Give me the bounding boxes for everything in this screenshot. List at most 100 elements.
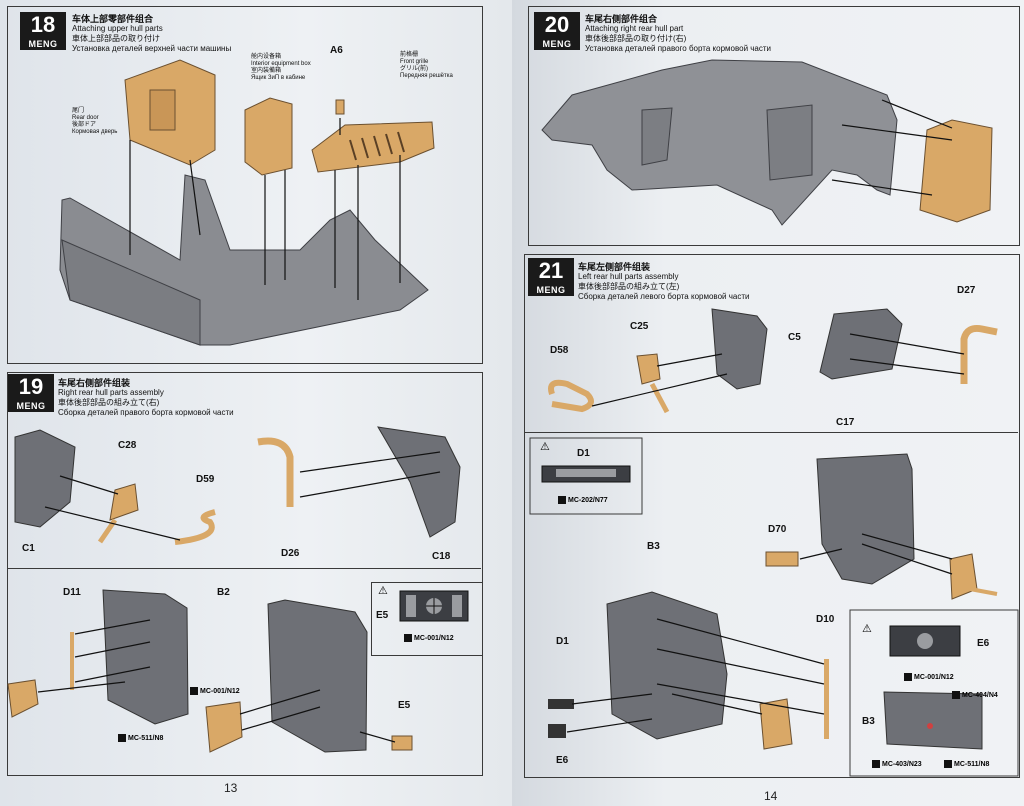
paint-label: MC-403/N23: [882, 760, 922, 768]
paint-label: MC-001/N12: [414, 634, 454, 642]
rear-door-label: 尾门 Rear door 後部ドア Кормовая дверь: [72, 108, 117, 136]
grille-label: 前格栅 Front grille グリル(前) Передняя решётка: [400, 52, 453, 80]
step-19-badge: 19 MENG: [8, 374, 54, 412]
equipment-box-ru: Ящик ЗиП в кабине: [251, 75, 306, 81]
title-jp: 車体後部部品の組み立て(左): [578, 282, 680, 291]
part-c28: C28: [118, 440, 137, 451]
paint-icon: [944, 760, 952, 768]
step-18-diagram: [59, 59, 435, 346]
rear-door-ru: Кормовая дверь: [72, 129, 118, 135]
title-ru: Сборка деталей правого борта кормовой ча…: [58, 408, 234, 417]
part-d1-inset: D1: [577, 448, 590, 459]
paint-label: MC-511/N8: [954, 760, 990, 768]
equipment-box-label: 舱内设备箱 Interior equipment box 室内装備箱 Ящик …: [251, 54, 311, 82]
paint-label: MC-202/N77: [568, 496, 608, 504]
title-en: Attaching upper hull parts: [72, 24, 163, 33]
part-e6: E6: [556, 755, 569, 766]
equipment-box-zh: 舱内设备箱: [251, 54, 282, 60]
title-ru: Установка деталей правого борта кормовой…: [585, 44, 772, 53]
part-b3: B3: [647, 541, 660, 552]
step-19-diagram: [7, 426, 461, 753]
step-20-diagram: [541, 59, 993, 226]
paint-icon: [190, 687, 198, 695]
equipment-box-jp: 室内装備箱: [251, 68, 282, 74]
paint-label: MC-404/N4: [962, 691, 998, 699]
part-c17: C17: [836, 417, 855, 428]
part-c25: C25: [630, 321, 649, 332]
title-jp: 車体後部部品の取り付け(右): [585, 34, 687, 43]
title-zh: 车尾右侧部件组装: [58, 378, 131, 388]
title-zh: 车体上部零部件组合: [72, 14, 154, 24]
brand-logo: MENG: [20, 38, 66, 50]
title-zh: 车尾左侧部件组装: [578, 262, 651, 272]
step-20-box: [528, 6, 1020, 246]
warning-icon: ⚠: [378, 585, 388, 597]
paint-code-e6: MC-001/N12: [904, 673, 954, 681]
step-19-paint-inset: [371, 582, 483, 656]
step-21-title: 车尾左侧部件组装 Left rear hull parts assembly 車…: [578, 262, 749, 302]
part-b3-inset: B3: [862, 716, 875, 727]
paint-label: MC-001/N12: [914, 673, 954, 681]
paint-code-b2-b: MC-511/N8: [118, 734, 163, 742]
title-zh: 车尾右侧部件组合: [585, 14, 658, 24]
title-en: Attaching right rear hull part: [585, 24, 684, 33]
step-number: 21: [538, 258, 564, 283]
step-19-divider: [7, 568, 481, 569]
right-page: 20 MENG 车尾右侧部件组合 Attaching right rear hu…: [512, 0, 1024, 806]
equipment-box-en: Interior equipment box: [251, 61, 311, 67]
rear-door-jp: 後部ドア: [72, 122, 97, 128]
step-21-divider: [524, 432, 1018, 433]
grille-zh: 前格栅: [400, 52, 419, 58]
paint-code-b3-a: MC-404/N4: [952, 691, 998, 699]
warning-icon: ⚠: [862, 623, 872, 635]
part-c18: C18: [432, 551, 451, 562]
paint-code-b3-b: MC-403/N23: [872, 760, 922, 768]
paint-icon: [952, 691, 960, 699]
part-e6-inset: E6: [977, 638, 990, 649]
e5-part-diagram: [399, 590, 469, 622]
step-19-title: 车尾右侧部件组装 Right rear hull parts assembly …: [58, 378, 234, 418]
part-d11: D11: [63, 587, 81, 598]
title-jp: 車体上部部品の取り付け: [72, 34, 160, 43]
part-a6-label: A6: [330, 45, 343, 56]
step-18-title: 车体上部零部件组合 Attaching upper hull parts 車体上…: [72, 14, 231, 54]
part-d59: D59: [196, 474, 215, 485]
brand-logo: MENG: [534, 38, 580, 50]
paint-label: MC-001/N12: [200, 687, 240, 695]
paint-code-b3-c: MC-511/N8: [944, 760, 989, 768]
brand-logo: MENG: [8, 400, 54, 412]
part-d1: D1: [556, 636, 569, 647]
part-d26: D26: [281, 548, 300, 559]
step-19-box: [7, 372, 483, 776]
step-21-badge: 21 MENG: [528, 258, 574, 296]
part-e5: E5: [398, 700, 411, 711]
step-number: 19: [18, 374, 44, 399]
part-b2: B2: [217, 587, 230, 598]
grille-en: Front grille: [400, 59, 429, 65]
step-20-badge: 20 MENG: [534, 12, 580, 50]
grille-ru: Передняя решётка: [400, 73, 453, 79]
paint-icon: [118, 734, 126, 742]
part-d58: D58: [550, 345, 569, 356]
title-ru: Сборка деталей левого борта кормовой час…: [578, 292, 750, 301]
step-number: 18: [30, 12, 56, 37]
title-en: Right rear hull parts assembly: [58, 388, 164, 397]
paint-icon: [872, 760, 880, 768]
part-e5-inset: E5: [376, 610, 389, 621]
step-18-badge: 18 MENG: [20, 12, 66, 50]
grille-jp: グリル(前): [400, 66, 428, 72]
part-d70: D70: [768, 524, 787, 535]
step-18-box: [7, 6, 483, 364]
warning-icon: ⚠: [540, 441, 550, 453]
paint-icon: [904, 673, 912, 681]
rear-door-zh: 尾门: [72, 108, 85, 114]
step-20-title: 车尾右侧部件组合 Attaching right rear hull part …: [585, 14, 771, 54]
step-number: 20: [544, 12, 570, 37]
part-d10: D10: [816, 614, 835, 625]
step-21-diagram: [529, 308, 1019, 777]
part-d27: D27: [957, 285, 976, 296]
page-number-right: 14: [764, 789, 778, 803]
step-21-box: [524, 254, 1020, 778]
page-number-left: 13: [224, 781, 238, 795]
rear-door-en: Rear door: [72, 115, 99, 121]
